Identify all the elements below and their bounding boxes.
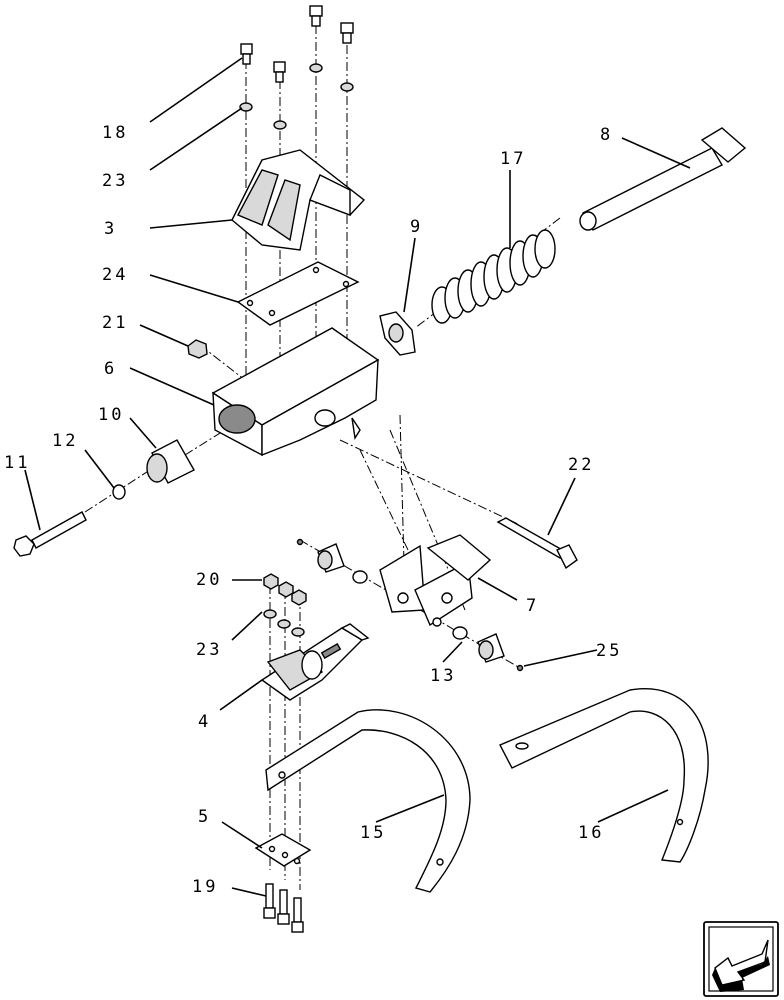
part-24-plate xyxy=(236,261,360,326)
callout-24: 24 xyxy=(102,265,128,285)
callout-4: 4 xyxy=(198,712,211,732)
part-5-plate xyxy=(254,833,312,867)
callout-23-top: 23 xyxy=(102,171,128,191)
part-13-bushings xyxy=(317,543,505,663)
callout-10: 10 xyxy=(98,405,124,425)
callout-25: 25 xyxy=(596,641,622,661)
callout-21: 21 xyxy=(102,313,128,333)
callout-22: 22 xyxy=(568,455,594,475)
part-22-bolt xyxy=(496,517,578,570)
callout-labels: 18 23 3 24 21 6 10 12 11 17 8 9 22 20 23… xyxy=(4,123,622,897)
arrow-down-left-icon[interactable] xyxy=(703,921,779,997)
callout-15: 15 xyxy=(360,823,386,843)
callout-19: 19 xyxy=(192,877,218,897)
callout-20: 20 xyxy=(196,570,222,590)
callout-6: 6 xyxy=(104,359,117,379)
callout-12: 12 xyxy=(52,431,78,451)
part-20-nuts xyxy=(263,573,307,606)
callout-16: 16 xyxy=(578,823,604,843)
part-11-bolt xyxy=(13,511,87,557)
callout-23-lower: 23 xyxy=(196,640,222,660)
part-23-nuts-top xyxy=(239,63,354,130)
part-18-bolts xyxy=(240,5,354,83)
part-21-nut xyxy=(187,339,208,359)
callout-7: 7 xyxy=(526,596,539,616)
callout-13: 13 xyxy=(430,666,456,686)
part-23-nuts-lower xyxy=(263,609,305,637)
part-15-shank xyxy=(265,709,471,893)
part-17-spring xyxy=(431,229,556,324)
part-19-bolts xyxy=(263,883,304,933)
callout-9: 9 xyxy=(410,217,423,237)
part-6-housing xyxy=(211,327,380,457)
part-3-bracket xyxy=(231,149,366,251)
part-8-rod xyxy=(579,127,747,231)
part-9-flange xyxy=(379,311,416,356)
callout-leaders xyxy=(24,57,691,897)
callout-11: 11 xyxy=(4,453,30,473)
callout-3: 3 xyxy=(104,219,117,239)
part-16-shank xyxy=(499,688,709,863)
part-25-pins xyxy=(296,538,524,672)
part-12-washer xyxy=(112,484,126,500)
part-4-clamp xyxy=(260,623,370,701)
callout-8: 8 xyxy=(600,125,613,145)
part-7-pivot-bracket xyxy=(379,534,492,627)
callout-17: 17 xyxy=(500,149,526,169)
callout-5: 5 xyxy=(198,807,211,827)
callout-18: 18 xyxy=(102,123,128,143)
part-10-bushing xyxy=(146,439,195,484)
